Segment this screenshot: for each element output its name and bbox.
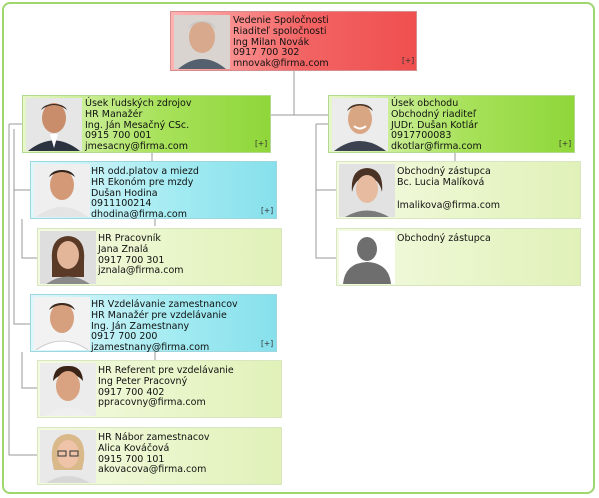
training-person: Ing. Ján Zamestnany [91,320,190,332]
woman-short-hair-photo [339,164,395,217]
sales-department-card[interactable]: Úsek obchodu Obchodný riaditeľ JUDr. Duš… [328,95,575,153]
sales-department-expand-button[interactable]: [+] [559,139,572,148]
payroll-person: Dušan Hodina [91,187,158,199]
referent-name: Ing Peter Pracovný [98,375,188,387]
man-shirt-photo [34,297,90,350]
man-smiling-photo [332,98,388,151]
woman-brunette-photo [40,231,96,284]
ceo-card[interactable]: Vedenie Spoločnosti Riaditeľ spoločnosti… [170,11,417,71]
recruitment-phone: 0915 700 101 [98,453,165,465]
training-phone: 0917 700 200 [91,331,158,343]
connector-hr-training [13,129,30,325]
man-gray-hair-photo [174,15,230,69]
sales-department-email: dkotlar@firma.com [391,141,482,153]
connector-hr-payroll [13,129,30,191]
recruitment-name: Alica Kováčová [98,442,170,454]
referent-card[interactable]: HR Referent pre vzdelávanie Ing Peter Pr… [37,360,282,418]
referent-email: ppracovny@firma.com [98,397,206,409]
connector-payroll-worker [21,219,37,259]
sales-rep-2-text: Obchodný zástupca [397,233,491,245]
recruitment-card[interactable]: HR Nábor zamestnacov Alica Kováčová 0915… [37,427,282,485]
sales-rep-1-name: Bc. Lucia Malíková [397,176,485,188]
recruitment-text: HR Nábor zamestnacov Alica Kováčová 0915… [98,432,210,476]
hr-department-position: HR Manažér [85,108,143,120]
hr-department-text: Úsek ľudských zdrojov HR Manažér Ing. Já… [85,98,192,153]
hr-department-person: Ing. Ján Mesačný CSc. [85,119,190,131]
ceo-phone: 0917 700 302 [233,47,300,59]
connector-hr-recruit [8,124,37,456]
hr-worker-text: HR Pracovník Jana Znalá 0917 700 301 jzn… [98,233,184,277]
man-suit-photo [26,98,82,151]
sales-rep-2-position: Obchodný zástupca [397,233,491,244]
training-email: jzamestnany@firma.com [91,342,210,354]
sales-rep-1-phone [397,189,500,200]
payroll-expand-button[interactable]: [+] [261,206,274,215]
referent-text: HR Referent pre vzdelávanie Ing Peter Pr… [98,365,234,409]
payroll-card[interactable]: HR odd.platov a miezd HR Ekonóm pre mzdy… [30,161,277,221]
recruitment-position: HR Nábor zamestnacov [98,432,210,443]
hr-worker-position: HR Pracovník [98,233,161,244]
ceo-expand-button[interactable]: [+] [402,56,415,65]
hr-department-card[interactable]: Úsek ľudských zdrojov HR Manažér Ing. Já… [22,95,271,153]
payroll-position: HR Ekonóm pre mzdy [91,176,194,188]
training-position: HR Manažér pre vzdelávanie [91,309,227,321]
hr-department-expand-button[interactable]: [+] [255,139,268,148]
sales-rep-1-card[interactable]: Obchodný zástupca Bc. Lucia Malíková lma… [336,161,581,219]
payroll-phone: 0911100214 [91,198,152,210]
sales-department-text: Úsek obchodu Obchodný riaditeľ JUDr. Duš… [391,98,482,153]
sales-department-position: Obchodný riaditeľ [391,108,477,120]
hr-worker-phone: 0917 700 301 [98,254,165,266]
ceo-position: Riaditeľ spoločnosti [233,25,327,37]
ceo-text: Vedenie Spoločnosti Riaditeľ spoločnosti… [233,15,329,70]
ceo-name: Ing Milan Novák [233,36,310,48]
sales-rep-1-position: Obchodný zástupca [397,166,491,177]
woman-glasses-photo [40,430,96,483]
training-text: HR Vzdelávanie zamestnancov HR Manažér p… [91,299,238,354]
sales-rep-2-card[interactable]: Obchodný zástupca [336,228,581,286]
sales-rep-1-email: lmalikova@firma.com [397,200,501,212]
ceo-department: Vedenie Spoločnosti [233,15,329,26]
hr-worker-name: Jana Znalá [98,243,149,255]
hr-department-email: jmesacny@firma.com [85,141,188,153]
recruitment-email: akovacova@firma.com [98,464,207,476]
training-department: HR Vzdelávanie zamestnancov [91,299,238,310]
payroll-text: HR odd.platov a miezd HR Ekonóm pre mzdy… [91,166,199,221]
sales-department-person: JUDr. Dušan Kotlár [391,119,478,131]
training-card[interactable]: HR Vzdelávanie zamestnancov HR Manažér p… [30,294,277,354]
training-expand-button[interactable]: [+] [261,339,274,348]
hr-department-name: Úsek ľudských zdrojov [85,98,192,109]
man-curly-photo [40,363,96,416]
payroll-email: dhodina@firma.com [91,209,187,221]
hr-worker-card[interactable]: HR Pracovník Jana Znalá 0917 700 301 jzn… [37,228,282,286]
hr-department-phone: 0915 700 001 [85,130,152,142]
connector-training-referent [21,352,37,389]
person-silhouette-icon [339,231,395,284]
referent-phone: 0917 700 402 [98,386,165,398]
sales-department-name: Úsek obchodu [391,98,459,109]
ceo-email: mnovak@firma.com [233,58,329,70]
hr-worker-email: jznala@firma.com [98,265,184,277]
connector-sales-rep2 [315,124,336,259]
payroll-department: HR odd.platov a miezd [91,166,199,177]
man-casual-photo [34,164,90,217]
sales-department-phone: 0917700083 [391,130,452,142]
sales-rep-1-text: Obchodný zástupca Bc. Lucia Malíková lma… [397,166,501,212]
referent-position: HR Referent pre vzdelávanie [98,365,234,376]
